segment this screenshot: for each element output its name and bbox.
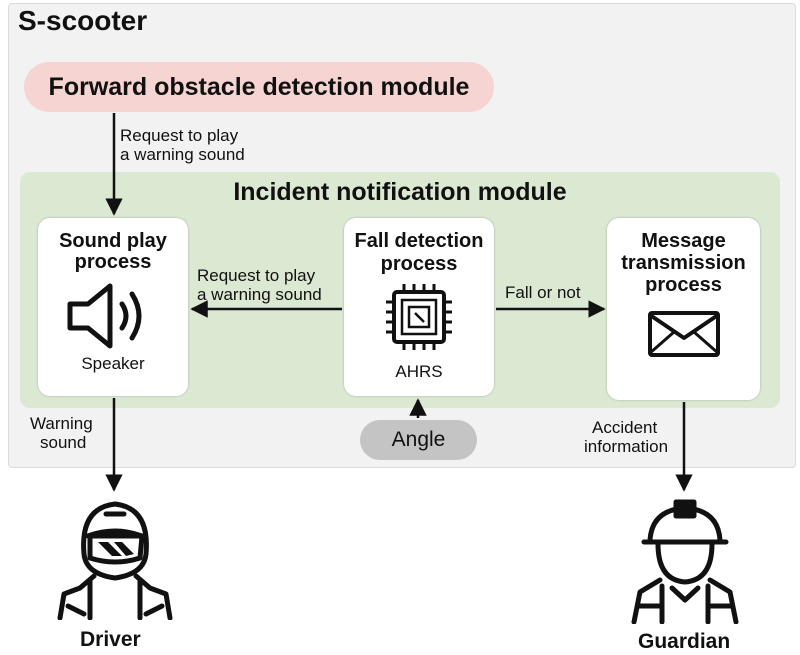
fall-process-title-line1: Fall detection <box>354 230 484 252</box>
fall-process-caption: AHRS <box>395 362 443 381</box>
sound-process-title-line2: process <box>74 251 152 273</box>
request-mid-label-line2: a warning sound <box>197 285 322 304</box>
angle-input: Angle <box>360 420 477 460</box>
message-process-title-line1: Message <box>641 230 726 252</box>
accident-label-line2: information <box>584 437 669 456</box>
guardian-icon <box>631 499 739 624</box>
fall-detection-process-box: Fall detection process AHRS <box>344 218 494 396</box>
speaker-icon <box>67 283 142 349</box>
warning-label-line2: sound <box>40 433 87 452</box>
guardian-label: Guardian <box>638 630 731 653</box>
angle-label: Angle <box>391 428 446 451</box>
helmet-rider-icon <box>57 501 173 620</box>
message-transmission-process-box: Message transmission process <box>607 218 760 400</box>
envelope-icon <box>648 311 720 357</box>
message-process-title-line3: process <box>645 274 722 296</box>
sound-process-title-line1: Sound play <box>59 230 167 252</box>
warning-label-line1: Warning <box>30 414 93 433</box>
fall-or-not-label: Fall or not <box>505 283 581 302</box>
sound-play-process-box: Sound play process Speaker <box>38 218 188 396</box>
sound-process-caption: Speaker <box>81 354 145 373</box>
message-process-title-line2: transmission <box>621 252 746 274</box>
diagram-title: S-scooter <box>18 5 148 36</box>
request-mid-label-line1: Request to play <box>197 266 316 285</box>
request-top-label-line2: a warning sound <box>120 145 245 164</box>
incident-module-label: Incident notification module <box>233 178 567 206</box>
request-top-label-line1: Request to play <box>120 126 239 145</box>
accident-label-line1: Accident <box>592 418 658 437</box>
driver-label: Driver <box>80 628 141 651</box>
fall-process-title-line2: process <box>380 253 458 275</box>
forward-module-label: Forward obstacle detection module <box>48 72 470 101</box>
chip-icon <box>386 284 452 350</box>
forward-obstacle-module: Forward obstacle detection module <box>24 62 494 112</box>
